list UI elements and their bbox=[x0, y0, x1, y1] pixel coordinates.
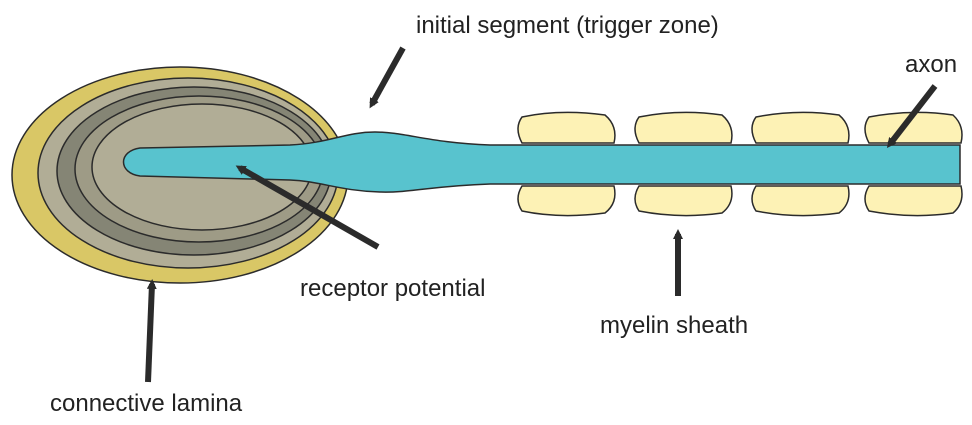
myelin-segment bbox=[518, 186, 615, 216]
myelin-sheath-label: myelin sheath bbox=[600, 314, 748, 338]
myelin-segment bbox=[518, 112, 615, 143]
myelin-segment bbox=[865, 186, 962, 216]
myelin-segment bbox=[752, 186, 849, 216]
connective-lamina-arrow bbox=[148, 284, 152, 382]
initial-segment-arrow bbox=[372, 48, 403, 104]
initial-segment-label: initial segment (trigger zone) bbox=[416, 14, 719, 38]
receptor-potential-label: receptor potential bbox=[300, 277, 485, 301]
myelin-segment bbox=[635, 186, 732, 216]
myelin-segment bbox=[752, 112, 849, 143]
connective-lamina-label: connective lamina bbox=[50, 392, 242, 416]
axon-label: axon bbox=[905, 53, 957, 77]
myelin-segment bbox=[635, 112, 732, 143]
